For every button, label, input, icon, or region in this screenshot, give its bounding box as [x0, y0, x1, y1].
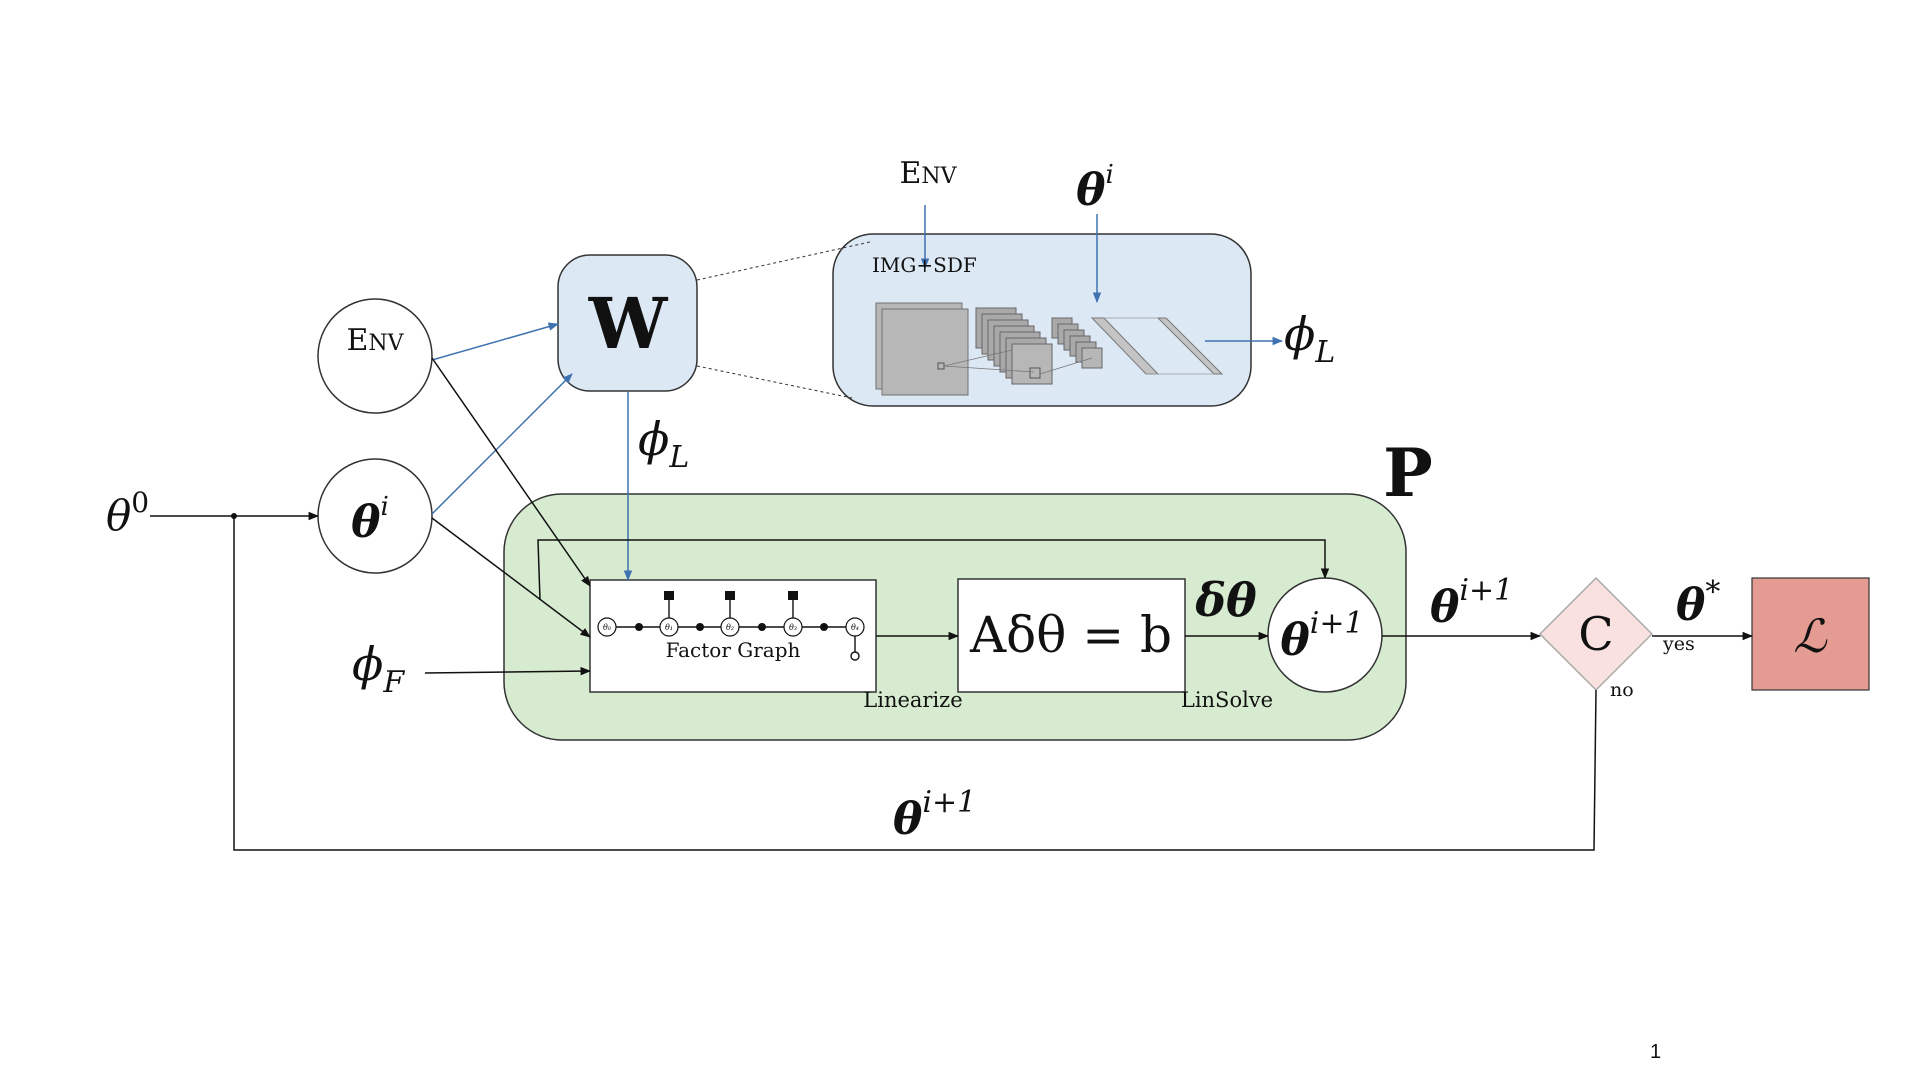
phi-l-mid-label: ϕL [638, 412, 689, 475]
theta-i-node-label: θi [351, 492, 389, 548]
factor-var-label: θ₁ [665, 623, 673, 632]
factor-var-node [720, 617, 740, 637]
img-sdf-label: IMG+SDF [872, 253, 977, 277]
c-label: C [1578, 607, 1613, 661]
factor-graph-chain: θ₀ θ₁ θ₂ θ₃ θ₄ [597, 591, 865, 661]
env-node-label: ENV [346, 323, 404, 358]
theta-star-label: θ* [1676, 575, 1720, 631]
phi-f-label: ϕF [352, 637, 405, 700]
env-top-label: ENV [899, 156, 957, 191]
inner-loop-arrow [537, 539, 1330, 601]
theta-i-top-label: θi [1076, 160, 1114, 216]
theta0-label: θ0 [106, 486, 149, 540]
yes-label: yes [1662, 633, 1695, 655]
factor-graph-label: Factor Graph [666, 638, 801, 662]
env-node [317, 298, 433, 414]
loss-label: ℒ [1793, 609, 1827, 663]
delta-theta-label: δθ [1194, 573, 1257, 627]
theta-ip1-out-label: θi+1 [1430, 573, 1513, 633]
linearize-label: Linearize [863, 688, 962, 712]
linsolve-label: LinSolve [1181, 688, 1273, 712]
env-to-w-arrow [431, 322, 560, 361]
factor-var-node [783, 617, 803, 637]
cnn-illustration [875, 302, 1224, 396]
outer-loop-line [233, 516, 1597, 851]
page-number: 1 [1650, 1041, 1661, 1063]
loss-box [1751, 577, 1870, 691]
phi-l-right-label: ϕL [1284, 307, 1335, 370]
theta-ip1-bottom-label: θi+1 [893, 785, 976, 845]
factor-var-label: θ₄ [851, 623, 859, 632]
p-label: P [1383, 434, 1433, 512]
phiF-to-factor-arrow [424, 666, 592, 676]
theta-ip1-node-label: θi+1 [1280, 606, 1363, 666]
no-label: no [1610, 679, 1634, 701]
factor-var-node [597, 617, 617, 637]
env-to-factor-arrow [431, 357, 591, 587]
w-label: W [588, 282, 669, 365]
zoom-line-bottom [696, 365, 853, 399]
factor-var-label: θ₃ [789, 623, 797, 632]
theta-to-factor-arrow [431, 517, 591, 638]
factor-var-node [845, 617, 865, 637]
factor-var-node [659, 617, 679, 637]
factor-var-label: θ₀ [603, 623, 612, 632]
theta-to-w-arrow [431, 373, 573, 515]
factor-var-label: θ₂ [726, 623, 734, 632]
equation-label: Aδθ = b [969, 606, 1172, 664]
